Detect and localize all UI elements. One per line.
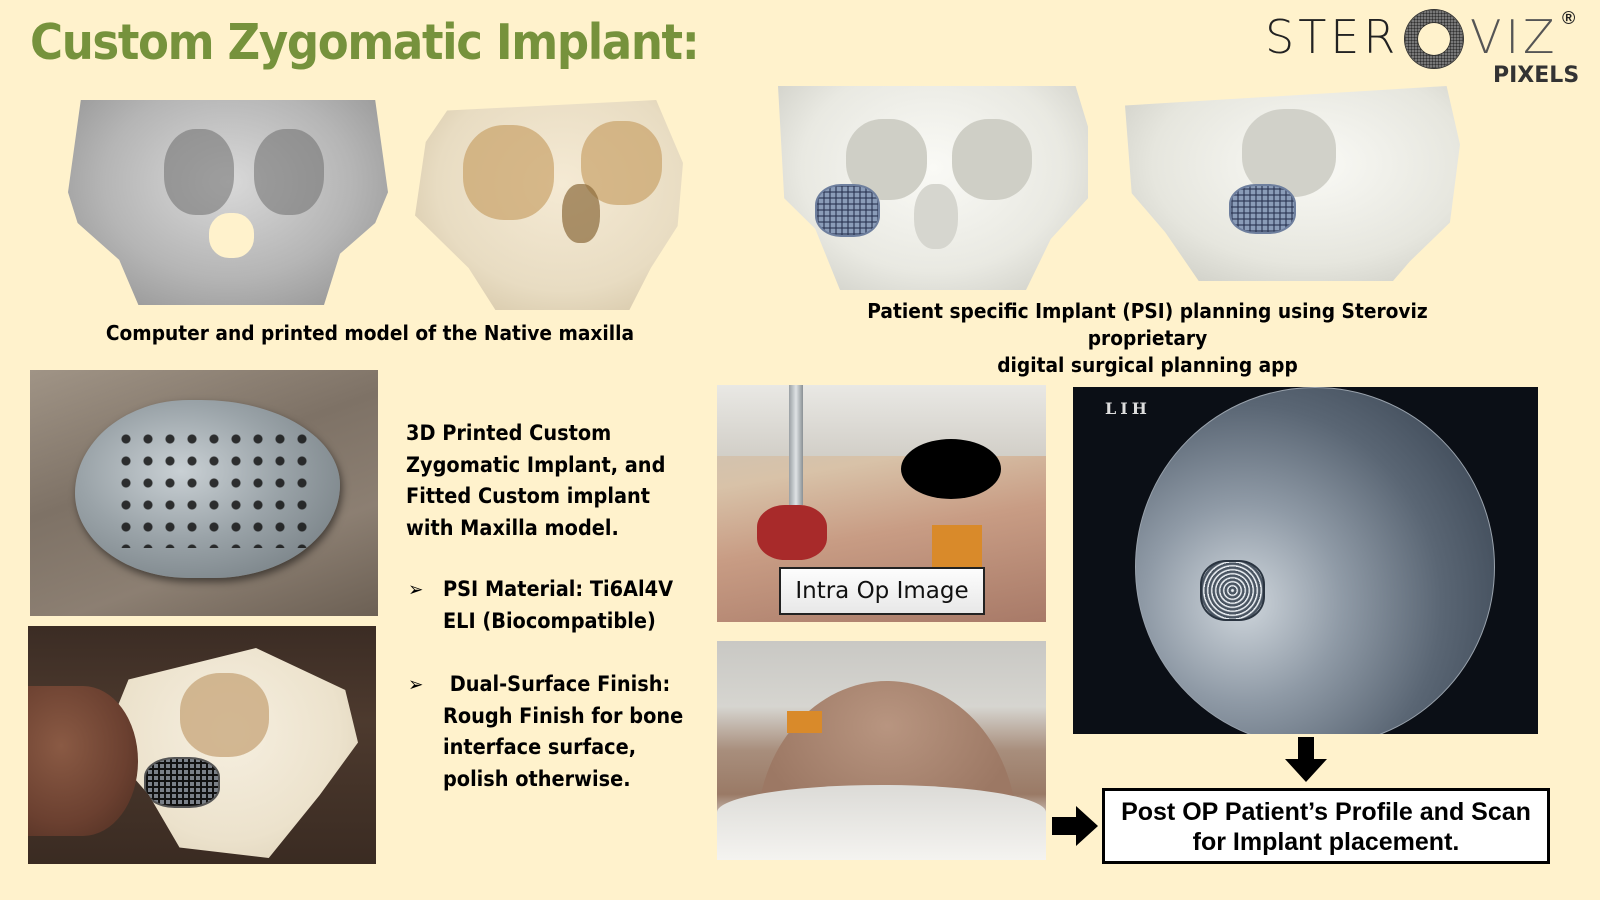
implant-description: 3D Printed Custom Zygomatic Implant, and… [406,421,666,540]
hand [28,686,138,836]
logo-text-ster: STER [1265,10,1400,64]
privacy-mask [901,439,1001,499]
logo-subtitle: PIXELS [1493,63,1580,88]
psi-planning-oblique-image [1125,86,1460,281]
titanium-implant-shape [75,400,340,578]
psi-planning-front-image [778,86,1088,290]
xray-orientation-label: LIH [1105,399,1151,418]
psi-caption-line-2: digital surgical planning app [997,353,1298,377]
steroviz-logo: STER VIZ ® PIXELS [1265,8,1585,93]
registered-mark: ® [1562,8,1576,28]
bullet-surface-finish: ➢ Dual-Surface Finish: Rough Finish for … [408,669,684,795]
logo-text-viz: VIZ [1470,10,1559,64]
native-maxilla-caption: Computer and printed model of the Native… [105,321,635,345]
fitted-implant-model-photo [28,626,376,864]
postop-caption-box: Post OP Patient’s Profile and Scan for I… [1102,788,1550,864]
intraop-label: Intra Op Image [779,567,985,615]
arrowhead-bullet-icon: ➢ [408,577,424,601]
arrow-right-icon [1052,806,1098,846]
printed-skull-model-image [415,100,683,310]
computer-skull-model-image [68,100,388,305]
psi-caption-line-1: Patient specific Implant (PSI) planning … [867,299,1428,350]
postop-xray-scan: LIH [1073,387,1538,734]
logo-mesh-ring-icon [1405,10,1463,68]
arrowhead-bullet-icon: ➢ [408,672,424,696]
psi-planning-caption: Patient specific Implant (PSI) planning … [815,298,1480,379]
implant-mesh-icon [1228,183,1296,235]
feature-bullet-list: ➢ PSI Material: Ti6Al4V ELI (Biocompatib… [408,574,708,827]
implant-mesh-icon [815,183,881,237]
titanium-implant-photo [30,370,378,616]
fluoroscopy-view [1135,387,1495,734]
slide-title: Custom Zygomatic Implant: [30,14,700,71]
bullet-psi-material: ➢ PSI Material: Ti6Al4V ELI (Biocompatib… [408,574,684,637]
postop-patient-photo [717,641,1046,860]
intraop-photo: Intra Op Image [717,385,1046,622]
arrow-down-icon [1285,737,1327,782]
